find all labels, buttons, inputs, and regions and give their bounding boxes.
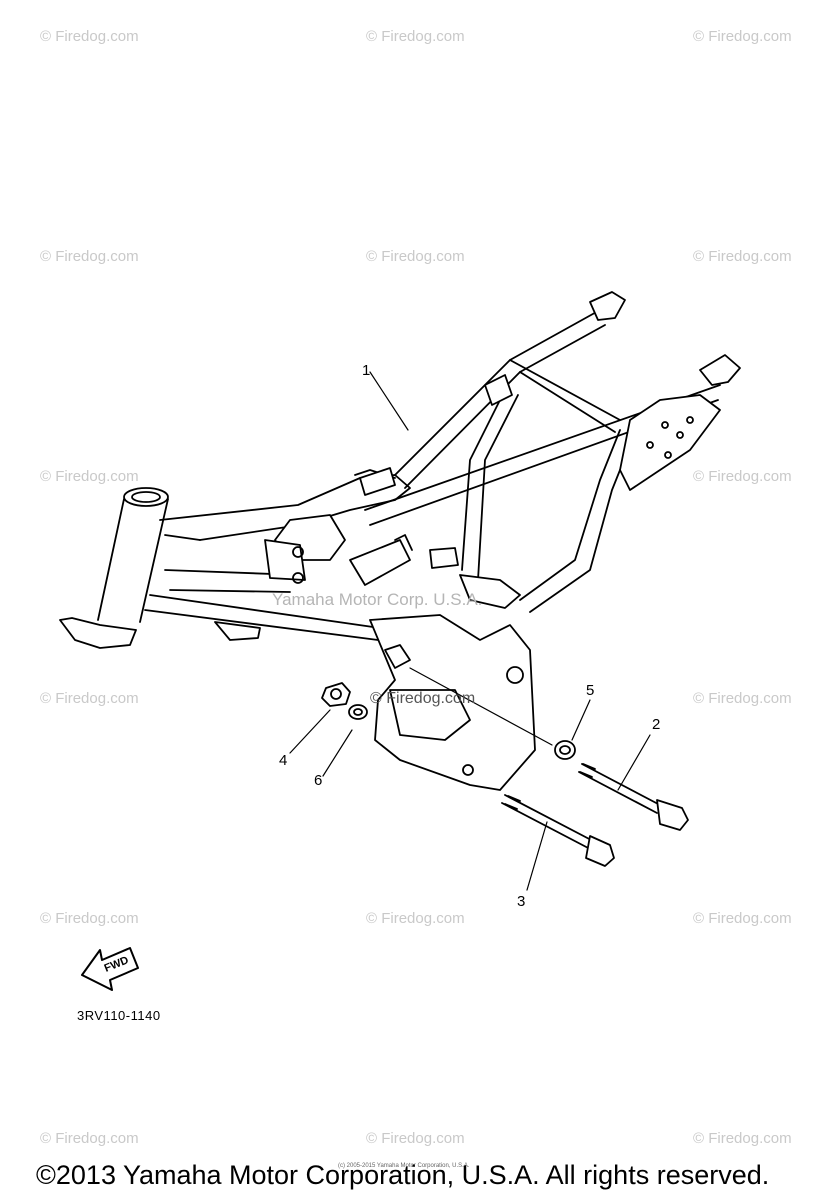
leader-lines	[289, 371, 651, 891]
watermark: © Firedog.com	[693, 28, 792, 45]
steering-head-tube	[59, 487, 169, 649]
watermark: © Firedog.com	[693, 468, 792, 485]
watermark: © Firedog.com	[40, 1130, 139, 1147]
watermark: © Firedog.com	[693, 248, 792, 265]
collar-5	[554, 740, 576, 760]
watermark: © Firedog.com	[693, 690, 792, 707]
watermark: © Firedog.com	[40, 28, 139, 45]
diagram-code: 3RV110-1140	[77, 1008, 161, 1023]
watermark: © Firedog.com	[693, 910, 792, 927]
lower-engine-bracket	[369, 574, 536, 791]
callout-4: 4	[279, 752, 288, 769]
small-copyright: (c) 2005-2015 Yamaha Motor Corporation, …	[338, 1163, 470, 1169]
copyright-notice: ©2013 Yamaha Motor Corporation, U.S.A. A…	[36, 1160, 770, 1190]
watermark: © Firedog.com	[693, 1130, 792, 1147]
nut-4	[321, 682, 351, 707]
watermark: © Firedog.com	[40, 248, 139, 265]
engine-mount-brackets	[264, 374, 513, 586]
callout-5: 5	[586, 682, 595, 699]
watermark: © Firedog.com	[40, 690, 139, 707]
callout-6: 6	[314, 772, 323, 789]
watermark: © Firedog.com	[366, 248, 465, 265]
bolt-2	[578, 763, 689, 831]
watermark: © Firedog.com	[366, 28, 465, 45]
bolt-3	[501, 794, 615, 867]
callout-1: 1	[362, 362, 371, 379]
watermark: © Firedog.com	[40, 910, 139, 927]
washer-6	[348, 704, 368, 720]
inline-watermark: © Firedog.com	[370, 690, 476, 707]
watermark: © Firedog.com	[366, 910, 465, 927]
callout-2: 2	[652, 716, 661, 733]
fwd-arrow-icon: FWD	[81, 947, 139, 991]
inline-watermark: Yamaha Motor Corp. U.S.A.	[272, 590, 483, 609]
watermark: © Firedog.com	[366, 1130, 465, 1147]
rear-mount-plate	[619, 394, 721, 491]
watermark: © Firedog.com	[40, 468, 139, 485]
callout-3: 3	[517, 893, 526, 910]
